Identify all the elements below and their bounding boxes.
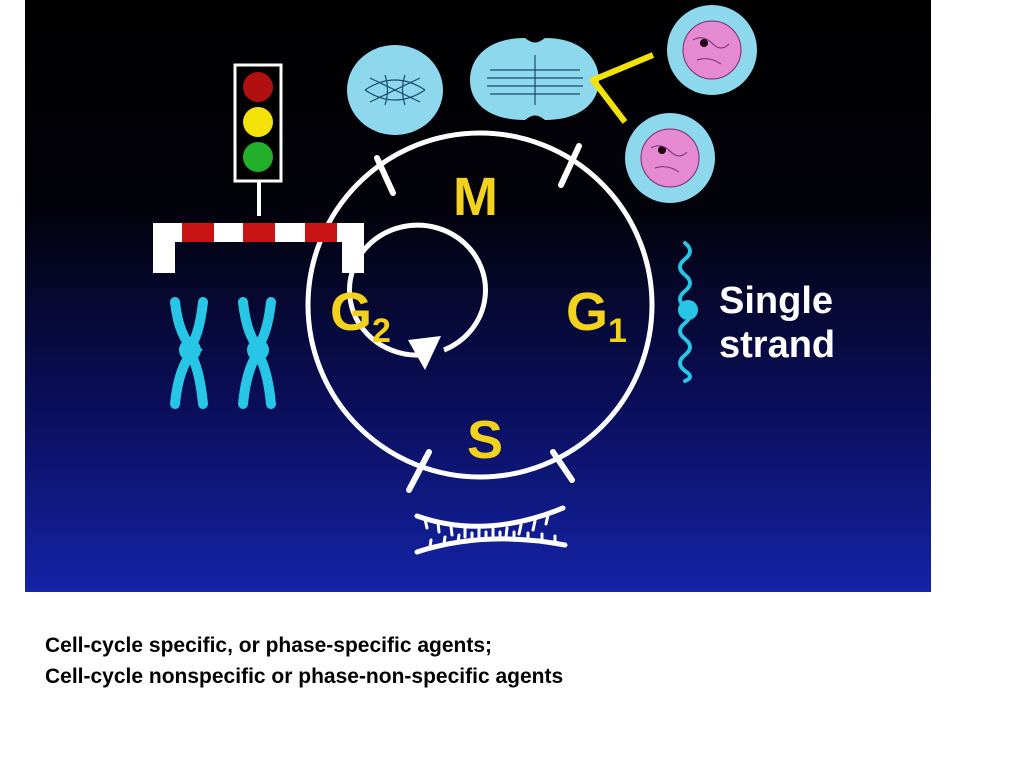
single-strand-label-line2: strand [719, 324, 835, 366]
cell-cycle-diagram: M G1 G2 S Single strand [25, 0, 931, 592]
dna-strand-icon [678, 241, 698, 383]
caption: Cell-cycle specific, or phase-specific a… [45, 630, 985, 692]
single-strand-label-line1: Single [719, 280, 833, 322]
phase-label-g2: G2 [330, 282, 391, 350]
chromosome-icon [170, 297, 276, 409]
phase-label-m: M [453, 167, 498, 227]
cycle-arrow-icon [347, 222, 488, 370]
daughter-cell-icon [625, 113, 715, 203]
daughter-cell-icon [667, 5, 757, 95]
phase-boundary-ticks [374, 143, 582, 493]
caption-line-2: Cell-cycle nonspecific or phase-non-spec… [45, 665, 564, 688]
dividing-cell-icon [347, 45, 443, 135]
dividing-cell-icon [470, 38, 599, 120]
barrier-icon [153, 223, 364, 273]
dna-replication-icon [414, 505, 568, 555]
phase-label-g1: G1 [566, 282, 627, 350]
cell-cycle-outer-ring [305, 130, 655, 480]
traffic-light-icon [233, 63, 283, 216]
division-bracket-icon [590, 52, 655, 124]
phase-label-s: S [467, 410, 503, 470]
caption-line-1: Cell-cycle specific, or phase-specific a… [45, 634, 493, 657]
